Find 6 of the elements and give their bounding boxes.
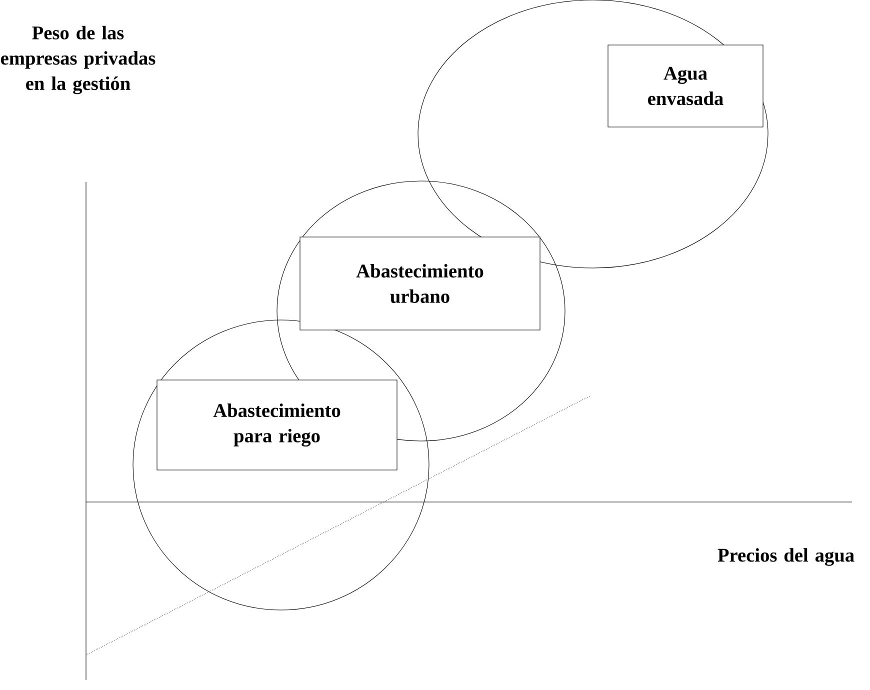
text-box: Abastecimiento urbano	[300, 236, 540, 330]
ellipse	[132, 320, 430, 610]
axis-title: Precios del agua	[718, 548, 854, 566]
axis-title: Peso de las empresas privadas en la gestión	[0, 26, 156, 94]
text-box: Abastecimiento para riego	[156, 380, 398, 470]
text-box: Agua envasada	[608, 44, 764, 128]
